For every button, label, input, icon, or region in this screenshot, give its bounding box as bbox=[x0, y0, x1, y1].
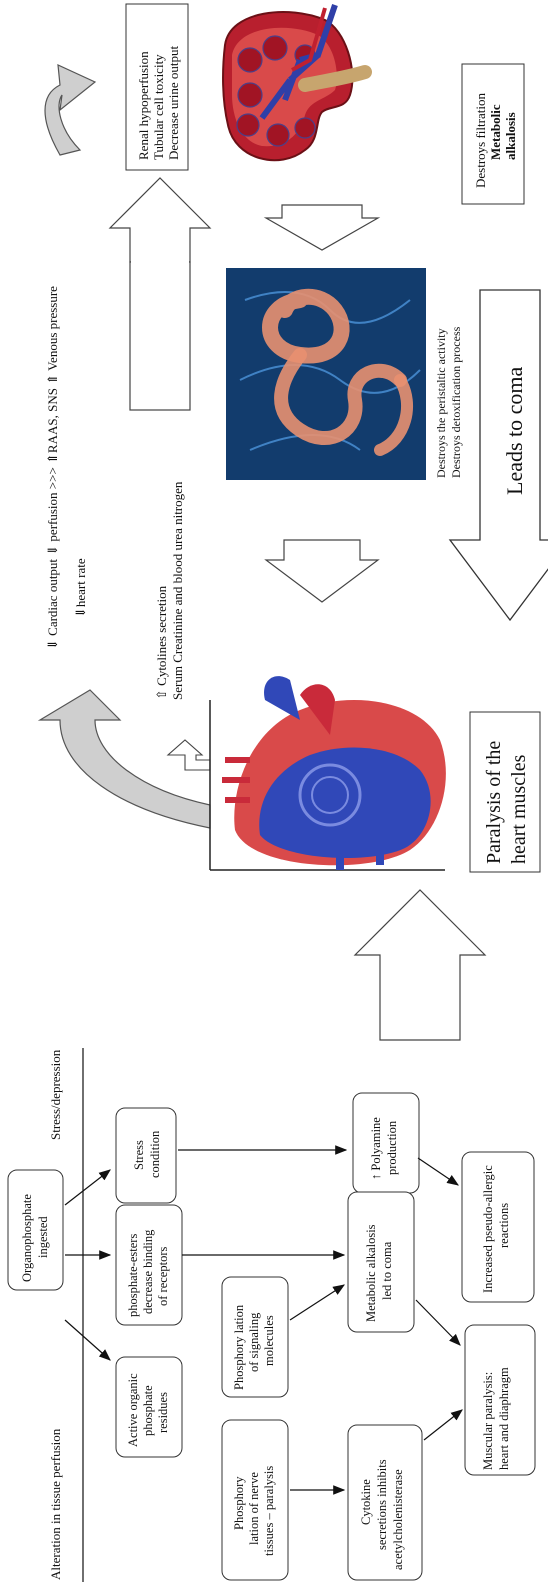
small-arrow-near-heart bbox=[168, 740, 210, 770]
muscular-line-1: Muscular paralysis: bbox=[481, 1372, 495, 1470]
signaling-line-2: of signaling bbox=[247, 1312, 261, 1372]
arrow-up-middle bbox=[110, 178, 210, 262]
coma-label: Leads to coma bbox=[502, 366, 527, 495]
filtration-line-2: Metabolic bbox=[488, 104, 503, 160]
serum-text: Serum Creatinine and blood urea nitrogen bbox=[170, 481, 185, 700]
header-right: Stress/depression bbox=[48, 1049, 63, 1140]
phosphate-esters-line-1: phosphate-esters bbox=[126, 1234, 140, 1317]
heart-rate-text: ⇓heart rate bbox=[73, 558, 88, 618]
cytokines-text: ⇧ Cytolines secretion bbox=[154, 585, 169, 700]
cytokine-line-1: Cytokine bbox=[359, 1479, 373, 1525]
curved-arrow-upper bbox=[45, 65, 95, 155]
nerve-line-2: lation of nerve bbox=[247, 1472, 261, 1545]
active-organic-line-3: residues bbox=[156, 1392, 170, 1433]
metabolic-line-2: led to coma bbox=[380, 1241, 394, 1300]
active-organic-line-2: phosphate bbox=[141, 1385, 155, 1436]
metabolic-line-1: Metabolic alkalosis bbox=[364, 1224, 378, 1322]
arrow-up-joint bbox=[131, 258, 189, 266]
cardiac-line: ⇓ Cardiac output ⇓ perfusion >>> ⇑RAAS, … bbox=[45, 286, 60, 650]
renal-line-3: Decrease urine output bbox=[166, 46, 181, 160]
arrow-flow-to-heart bbox=[355, 890, 485, 1040]
nerve-line-3: tissues – paralysis bbox=[262, 1466, 276, 1556]
signaling-line-1: Phosphory lation bbox=[232, 1304, 246, 1390]
nerve-line-1: Phosphory bbox=[232, 1476, 246, 1530]
arrow-intestine-to-heart bbox=[266, 540, 378, 602]
heart-box-line-2: heart muscles bbox=[508, 754, 530, 864]
renal-line-1: Renal hypoperfusion bbox=[136, 51, 151, 160]
organophosphate-line-1: Organophosphate bbox=[20, 1194, 34, 1282]
signaling-line-3: molecules bbox=[262, 1315, 276, 1366]
arrow-kidney-to-intestine bbox=[266, 205, 378, 250]
intestine-illustration bbox=[226, 268, 426, 480]
polyamine-line-2: production bbox=[385, 1120, 399, 1175]
filtration-line-3: alkalosis bbox=[503, 112, 518, 160]
intestine-caption-2: Destroys detoxification process bbox=[449, 326, 463, 478]
kidney-illustration bbox=[223, 5, 365, 160]
phosphate-esters-line-3: of receptors bbox=[156, 1247, 170, 1306]
heart-illustration bbox=[210, 676, 446, 870]
intestine-caption-1: Destroys the peristaltic activity bbox=[434, 328, 448, 478]
header-left: Alteration in tissue perfusion bbox=[48, 1428, 63, 1580]
polyamine-line-1: ↑ Polyamine bbox=[369, 1117, 383, 1180]
organophosphate-line-2: ingested bbox=[36, 1216, 50, 1258]
stress-line-2: condition bbox=[148, 1130, 162, 1178]
arrow-up-body bbox=[130, 262, 190, 410]
cytokine-line-3: acetylcholenisterase bbox=[391, 1469, 405, 1570]
box-stress bbox=[116, 1108, 176, 1203]
stress-line-1: Stress bbox=[132, 1140, 146, 1170]
pseudo-allergic-line-1: Increased pseudo-allergic bbox=[481, 1165, 495, 1293]
muscular-line-2: heart and diaphragm bbox=[497, 1367, 511, 1470]
active-organic-line-1: Active organic bbox=[126, 1373, 140, 1447]
phosphate-esters-line-2: decrease binding bbox=[141, 1229, 155, 1314]
cytokine-line-2: secretions inhibits bbox=[375, 1459, 389, 1550]
renal-line-2: Tubular cell toxicity bbox=[151, 54, 166, 160]
pseudo-allergic-line-2: reactions bbox=[497, 1203, 511, 1248]
coma-arrow bbox=[450, 290, 548, 620]
filtration-line-1: Destroys filtration bbox=[473, 93, 488, 188]
heart-box-line-1: Paralysis of the bbox=[483, 741, 505, 864]
